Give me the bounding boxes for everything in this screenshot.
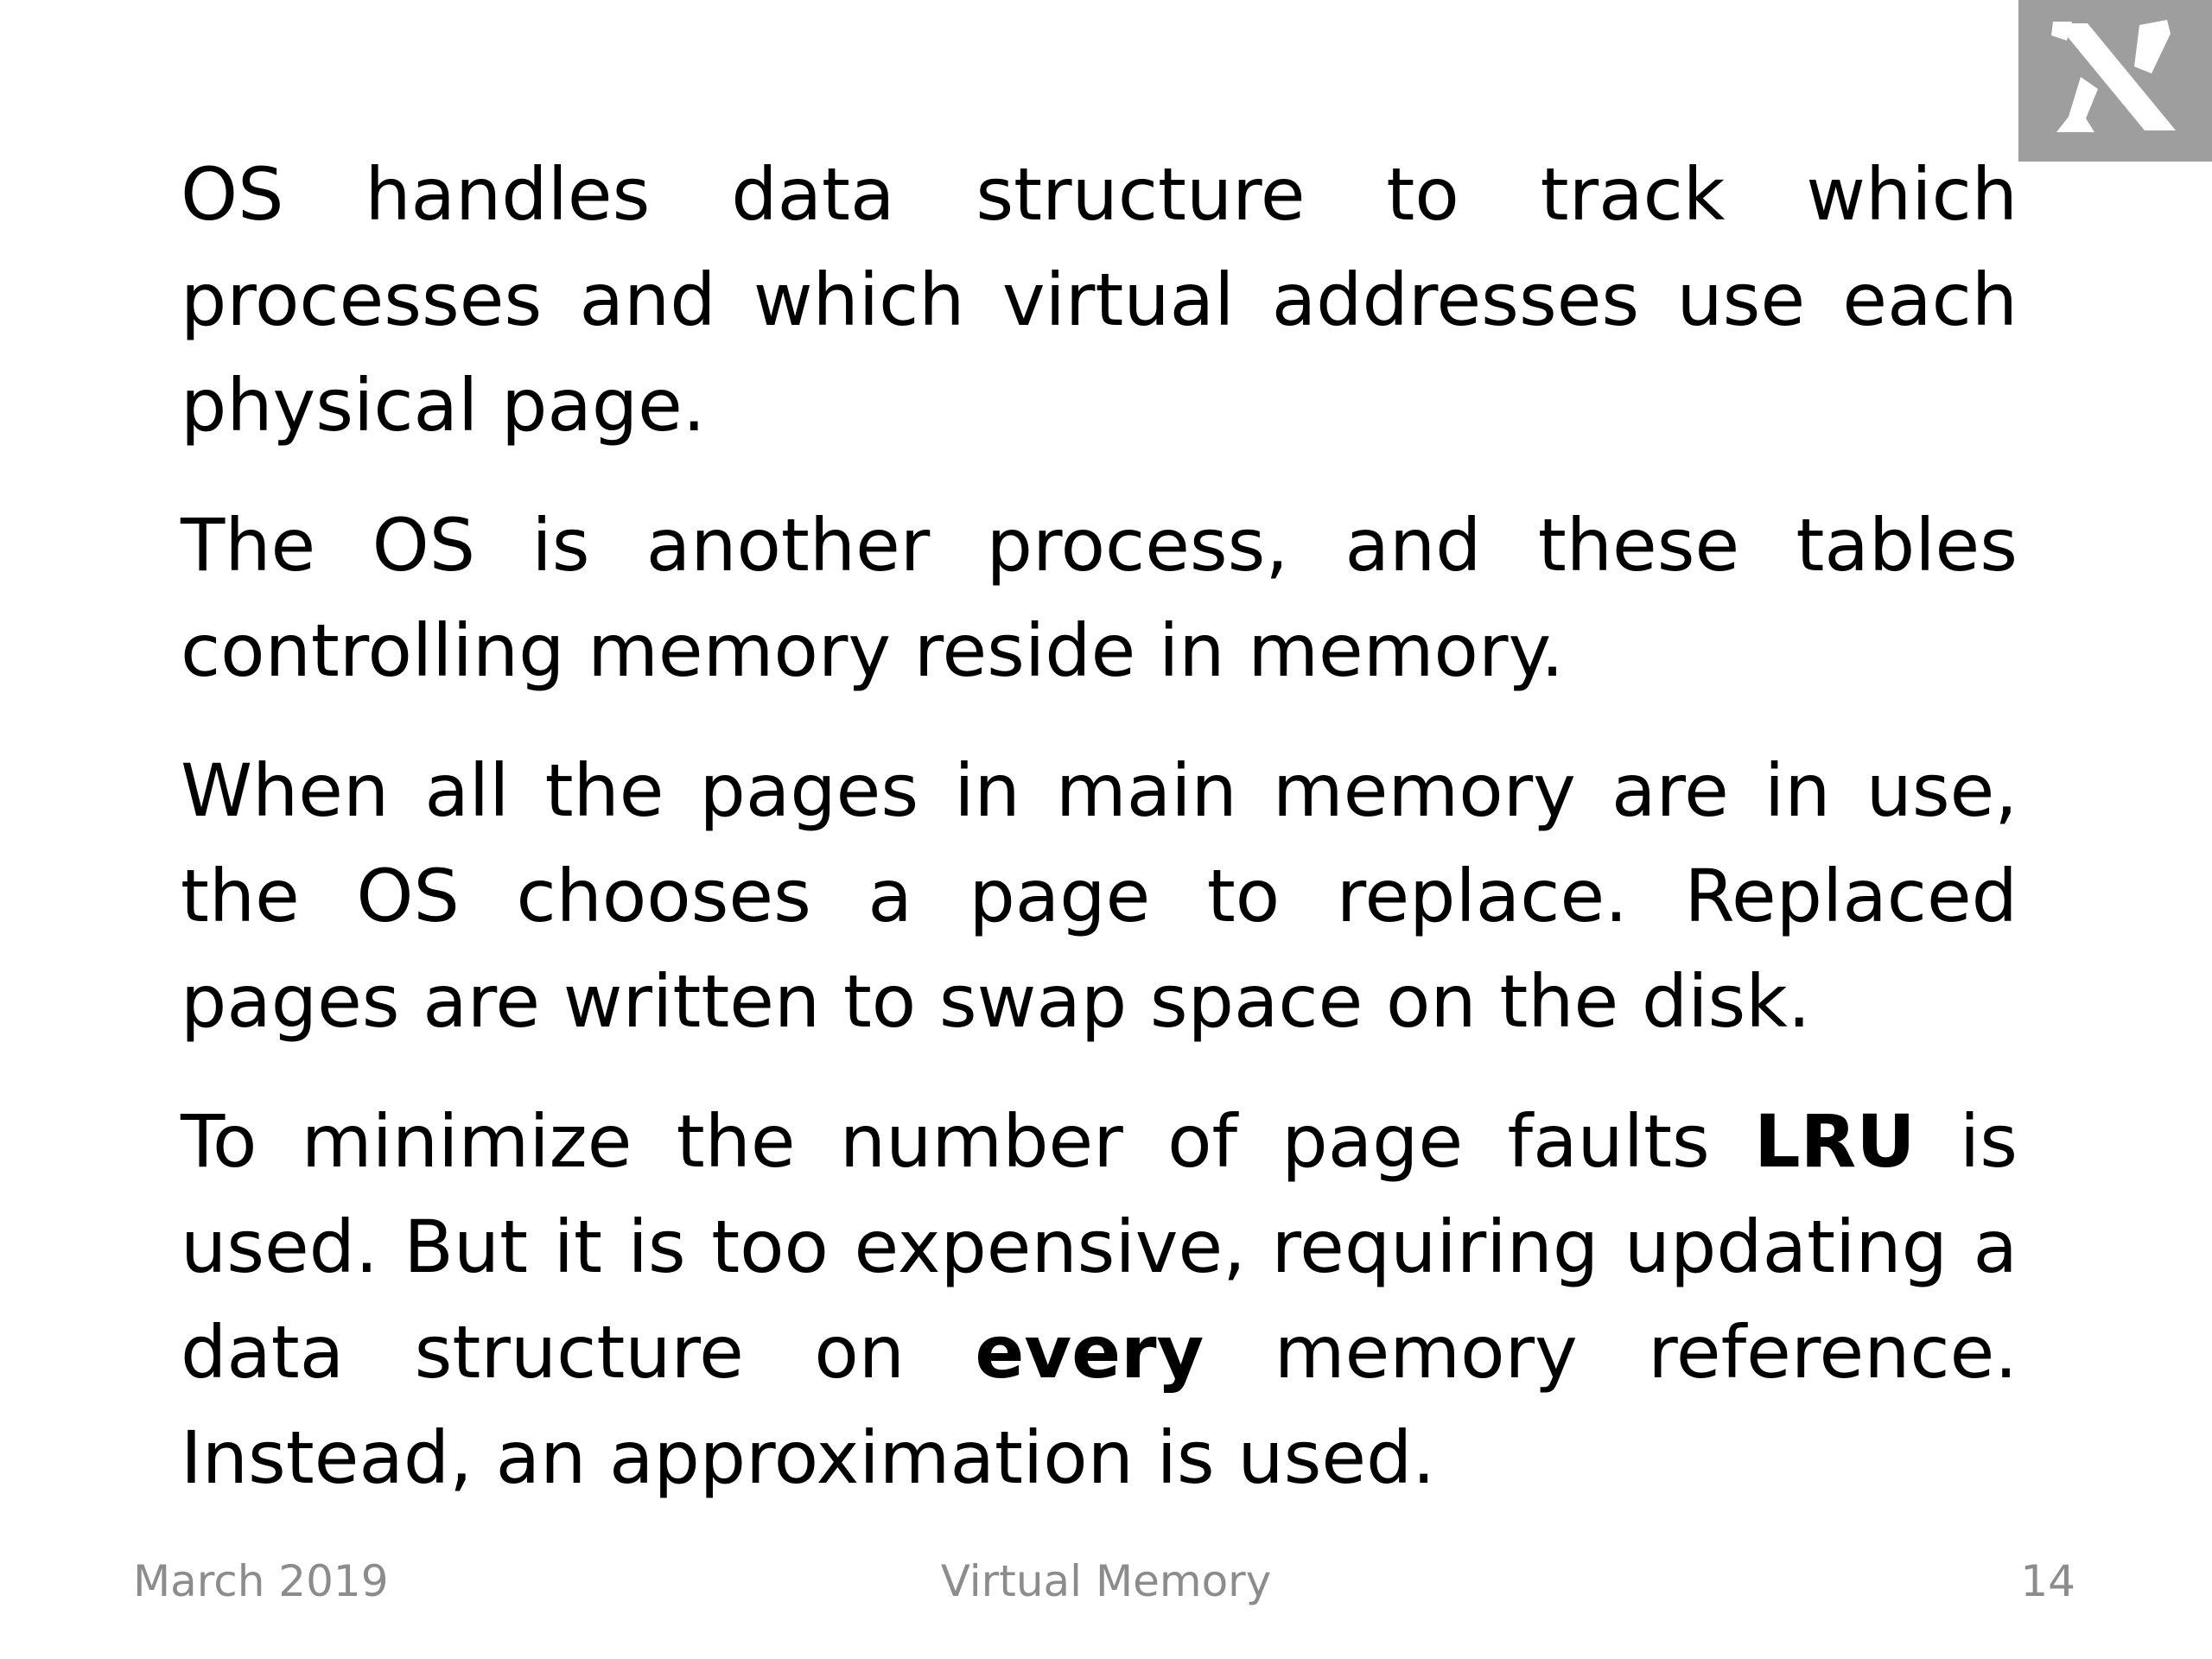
every-emphasis: every [975, 1310, 1205, 1395]
slide-body: OS handles data structure to track which… [181, 142, 2018, 1545]
paragraph-lru: To minimize the number of page faults LR… [181, 1089, 2018, 1510]
logo [2018, 0, 2212, 162]
paragraph-page-replacement: When all the pages in main memory are in… [181, 748, 2018, 1044]
aleph-icon [2051, 19, 2176, 132]
paragraph-page-tracking: OS handles data structure to track which… [181, 152, 2018, 448]
footer-date: March 2019 [133, 1556, 389, 1606]
lru-text-after: memory reference. Instead, an approximat… [181, 1310, 2018, 1500]
lru-text-middle: is used. But it is too expensive, requir… [181, 1099, 2018, 1395]
footer-title: Virtual Memory [940, 1556, 1272, 1606]
lru-text-before: To minimize the number of page faults [181, 1099, 1755, 1184]
slide-number: 14 [2020, 1556, 2075, 1606]
paragraph-os-tables: The OS is another process, and these tab… [181, 503, 2018, 693]
lru-emphasis: LRU [1754, 1099, 1916, 1184]
